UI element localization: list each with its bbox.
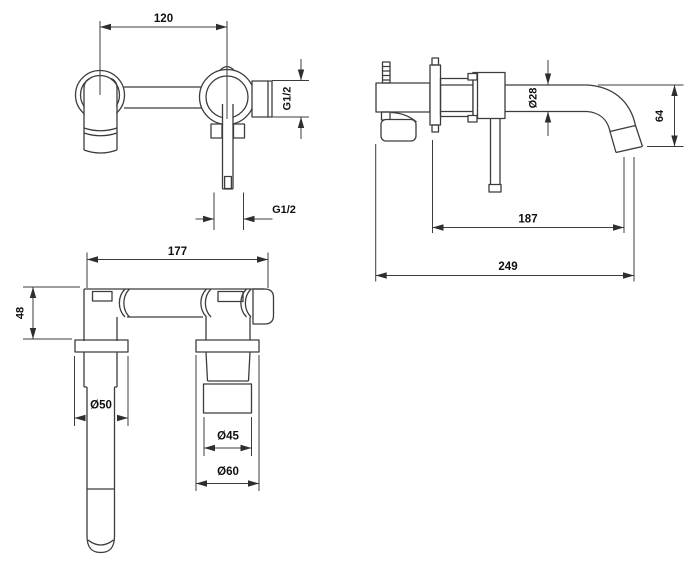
dim-valve-flange: Ø60 (217, 466, 239, 478)
valve-block (205, 317, 251, 340)
dim-wall-to-outlet: 187 (518, 214, 537, 226)
dim-spout-flange: Ø50 (90, 400, 112, 412)
dim-outlet-thread: G1/2 (282, 87, 294, 111)
bar-end-cap (252, 288, 275, 325)
spout-plan (83, 352, 118, 536)
front-view: 120 G1/2 G1/2 (74, 13, 309, 230)
dim-valve-body: Ø45 (217, 431, 239, 443)
dim-body-depth: 48 (15, 307, 27, 319)
outlet-connector (251, 80, 273, 118)
dim-spout-diameter: Ø28 (528, 88, 540, 109)
side-view: Ø28 64 187 249 (375, 57, 684, 282)
supply-thread-stub (381, 61, 391, 84)
valve-escutcheon (195, 339, 260, 353)
in-wall-body (375, 82, 431, 113)
dim-inlet-thread: G1/2 (272, 204, 296, 216)
spout-tube (441, 84, 587, 113)
dim-overall-width: 177 (168, 246, 187, 258)
valve-cap-plan (202, 383, 253, 414)
plan-view: 177 48 Ø50 Ø45 Ø60 (15, 246, 275, 554)
dim-overall-depth: 249 (498, 261, 517, 273)
wall-plate (429, 64, 442, 126)
dim-centres-120: 120 (154, 13, 173, 25)
spout-outlet (609, 124, 644, 154)
spout-block (83, 289, 118, 341)
handle-side (489, 118, 501, 185)
dim-spout-drop: 64 (654, 109, 666, 122)
spout-escutcheon (74, 339, 129, 353)
